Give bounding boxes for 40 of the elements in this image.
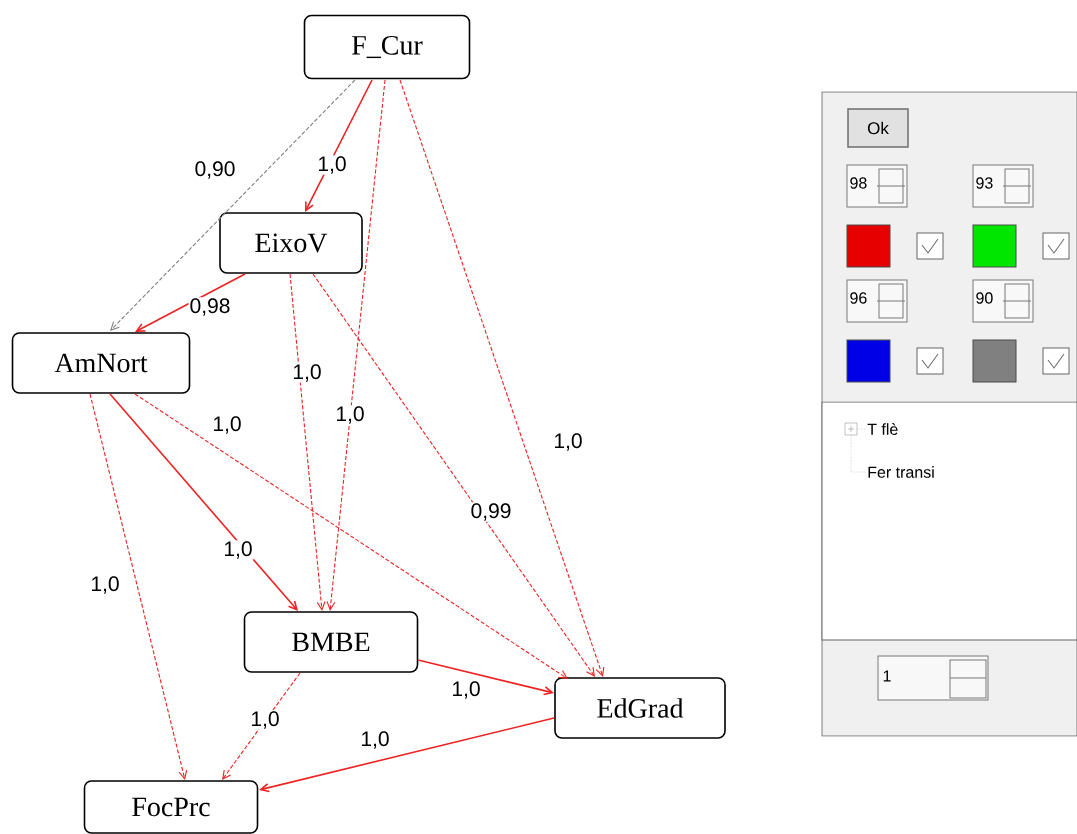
- edge-label: 1,0: [552, 432, 584, 452]
- arrow: [312, 273, 595, 677]
- arrow: [135, 273, 246, 332]
- edge-label: 1,0: [450, 680, 482, 700]
- edge-label: 1,0: [359, 730, 391, 750]
- spinner-field: 98: [846, 164, 908, 208]
- edge-label: 1,0: [249, 710, 281, 730]
- edge-label: 1,0: [291, 363, 323, 383]
- arrow: [417, 659, 554, 696]
- edge-label: 1,0: [316, 155, 348, 175]
- node-box: FocPrc: [83, 780, 259, 834]
- arrow: [110, 79, 356, 331]
- tree-item: T flè: [867, 423, 898, 435]
- edge-label: 1,0: [222, 540, 254, 560]
- node-box: EixoV: [219, 212, 363, 274]
- arrow: [326, 79, 386, 611]
- arrow: [259, 717, 555, 793]
- arrow: [289, 273, 326, 611]
- spinner-field: 90: [972, 279, 1034, 323]
- node-box: F_Cur: [303, 14, 471, 80]
- edge-label: 1,0: [89, 575, 121, 595]
- edge-label: 1,0: [211, 415, 243, 435]
- spinner-field: 93: [972, 164, 1034, 208]
- arrow: [109, 393, 298, 611]
- edge-label: 0,98: [188, 297, 232, 317]
- arrow: [222, 672, 301, 780]
- edge-label: 1,0: [334, 405, 366, 425]
- arrow: [399, 79, 605, 677]
- node-box: EdGrad: [554, 677, 726, 739]
- arrow: [134, 393, 568, 679]
- tree-item: Fer transi: [868, 466, 934, 478]
- edge-label: 0,90: [193, 160, 237, 180]
- arrow: [89, 393, 188, 780]
- node-box: AmNort: [11, 332, 191, 394]
- arrow: [305, 79, 373, 212]
- spinner-field: 1: [877, 655, 989, 701]
- ok-button: Ok: [847, 108, 909, 148]
- node-box: BMBE: [243, 611, 419, 673]
- spinner-field: 96: [846, 279, 908, 323]
- edge-label: 0,99: [469, 502, 513, 522]
